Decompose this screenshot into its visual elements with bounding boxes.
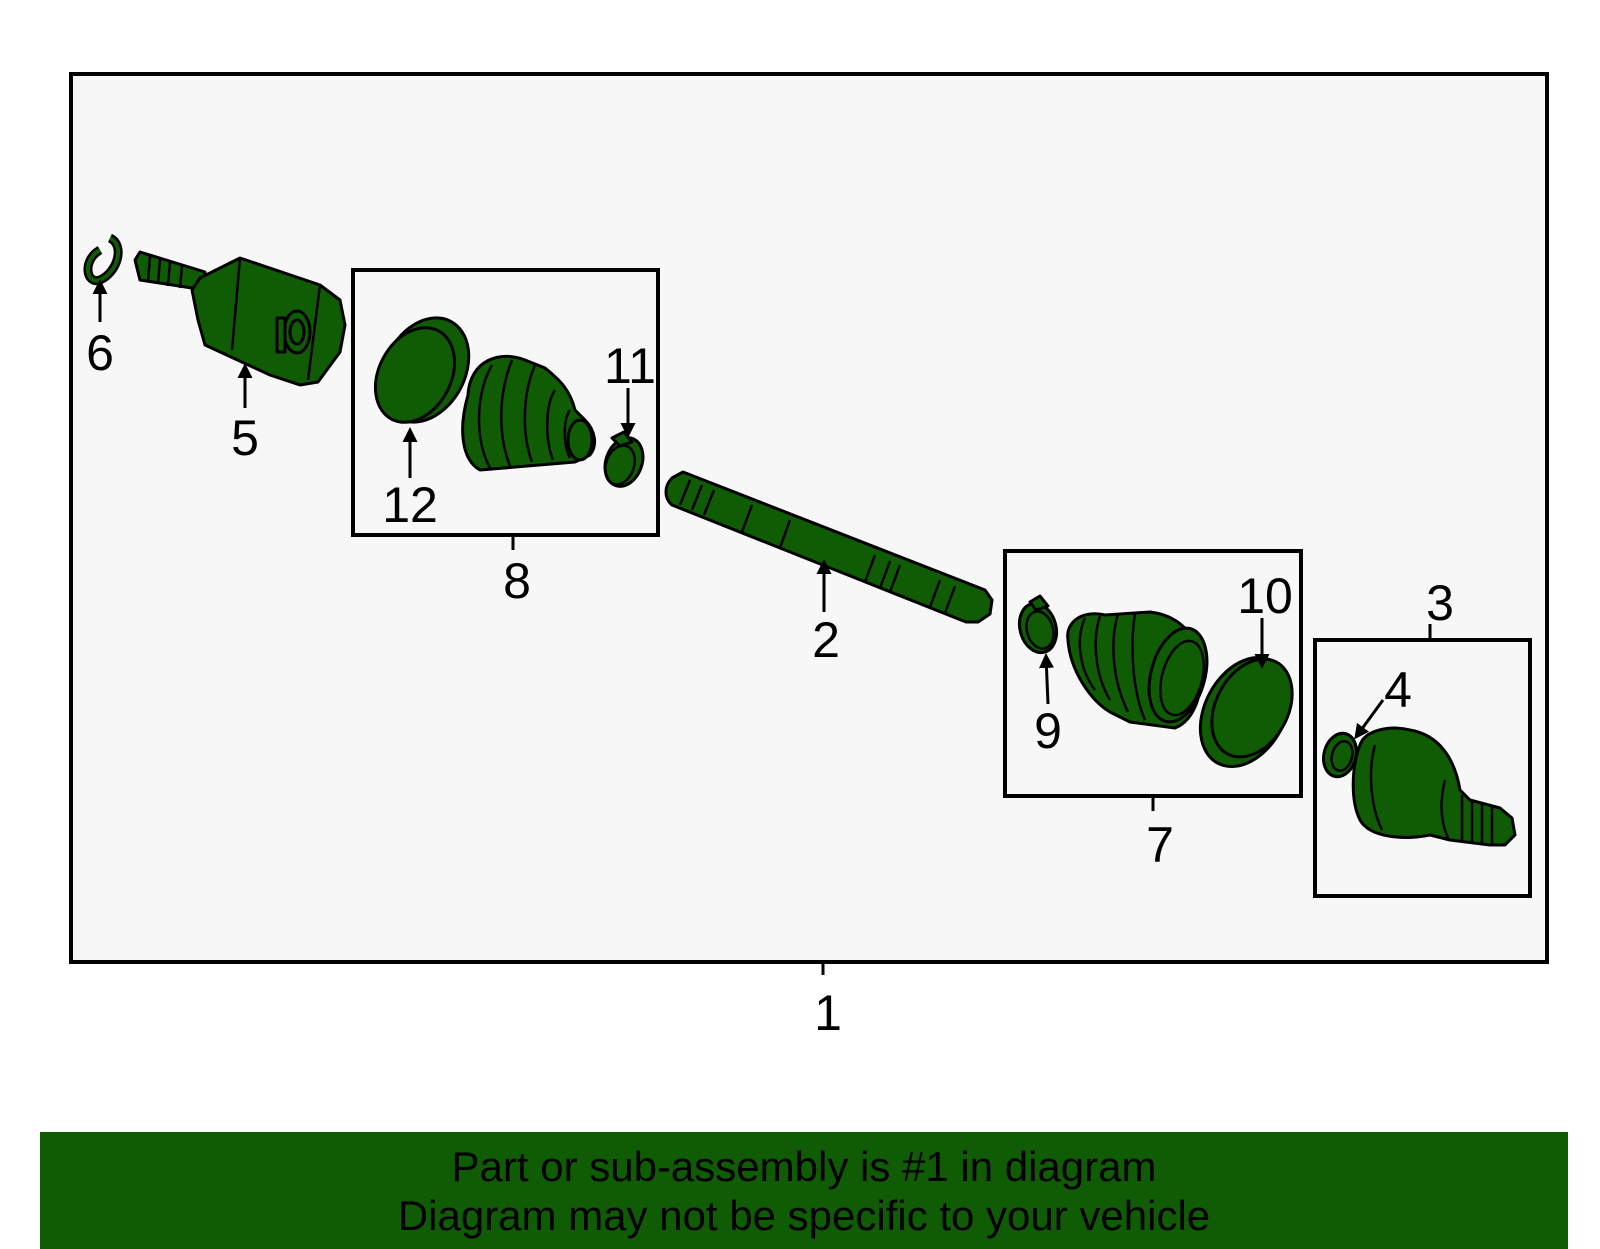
part-2-axle-shaft[interactable] [664,470,994,624]
leader-lines [92,279,1385,740]
callout-4: 4 [1384,662,1412,718]
callout-5: 5 [231,410,259,466]
callout-11: 11 [604,338,656,394]
callout-3: 3 [1426,575,1454,631]
part-10-large-clamp[interactable] [1182,642,1308,782]
callout-10: 10 [1237,568,1293,624]
part-9-small-clamp[interactable] [1014,594,1062,657]
callout-7: 7 [1146,817,1174,873]
boot-kit-8-frame [351,268,660,537]
assembly-frame [69,72,1549,964]
callout-8: 8 [503,553,531,609]
part-12-large-clamp[interactable] [360,303,486,438]
callout-9: 9 [1034,703,1062,759]
callout-6: 6 [86,325,114,381]
part-3-outer-joint[interactable] [1351,726,1517,847]
callout-1: 1 [814,985,842,1041]
part-7-outer-boot[interactable] [1066,610,1217,730]
outer-joint-3-frame [1313,638,1532,898]
callout-12: 12 [382,477,438,533]
part-11-small-clamp[interactable] [599,430,650,492]
notice-line-1: Part or sub-assembly is #1 in diagram [451,1143,1157,1190]
part-8-inner-boot[interactable] [461,354,597,472]
diagram-notice-banner: Part or sub-assembly is #1 in diagram Di… [40,1132,1568,1249]
part-5-inner-joint[interactable] [133,250,347,387]
callout-2: 2 [812,612,840,668]
notice-line-2: Diagram may not be specific to your vehi… [397,1192,1211,1239]
